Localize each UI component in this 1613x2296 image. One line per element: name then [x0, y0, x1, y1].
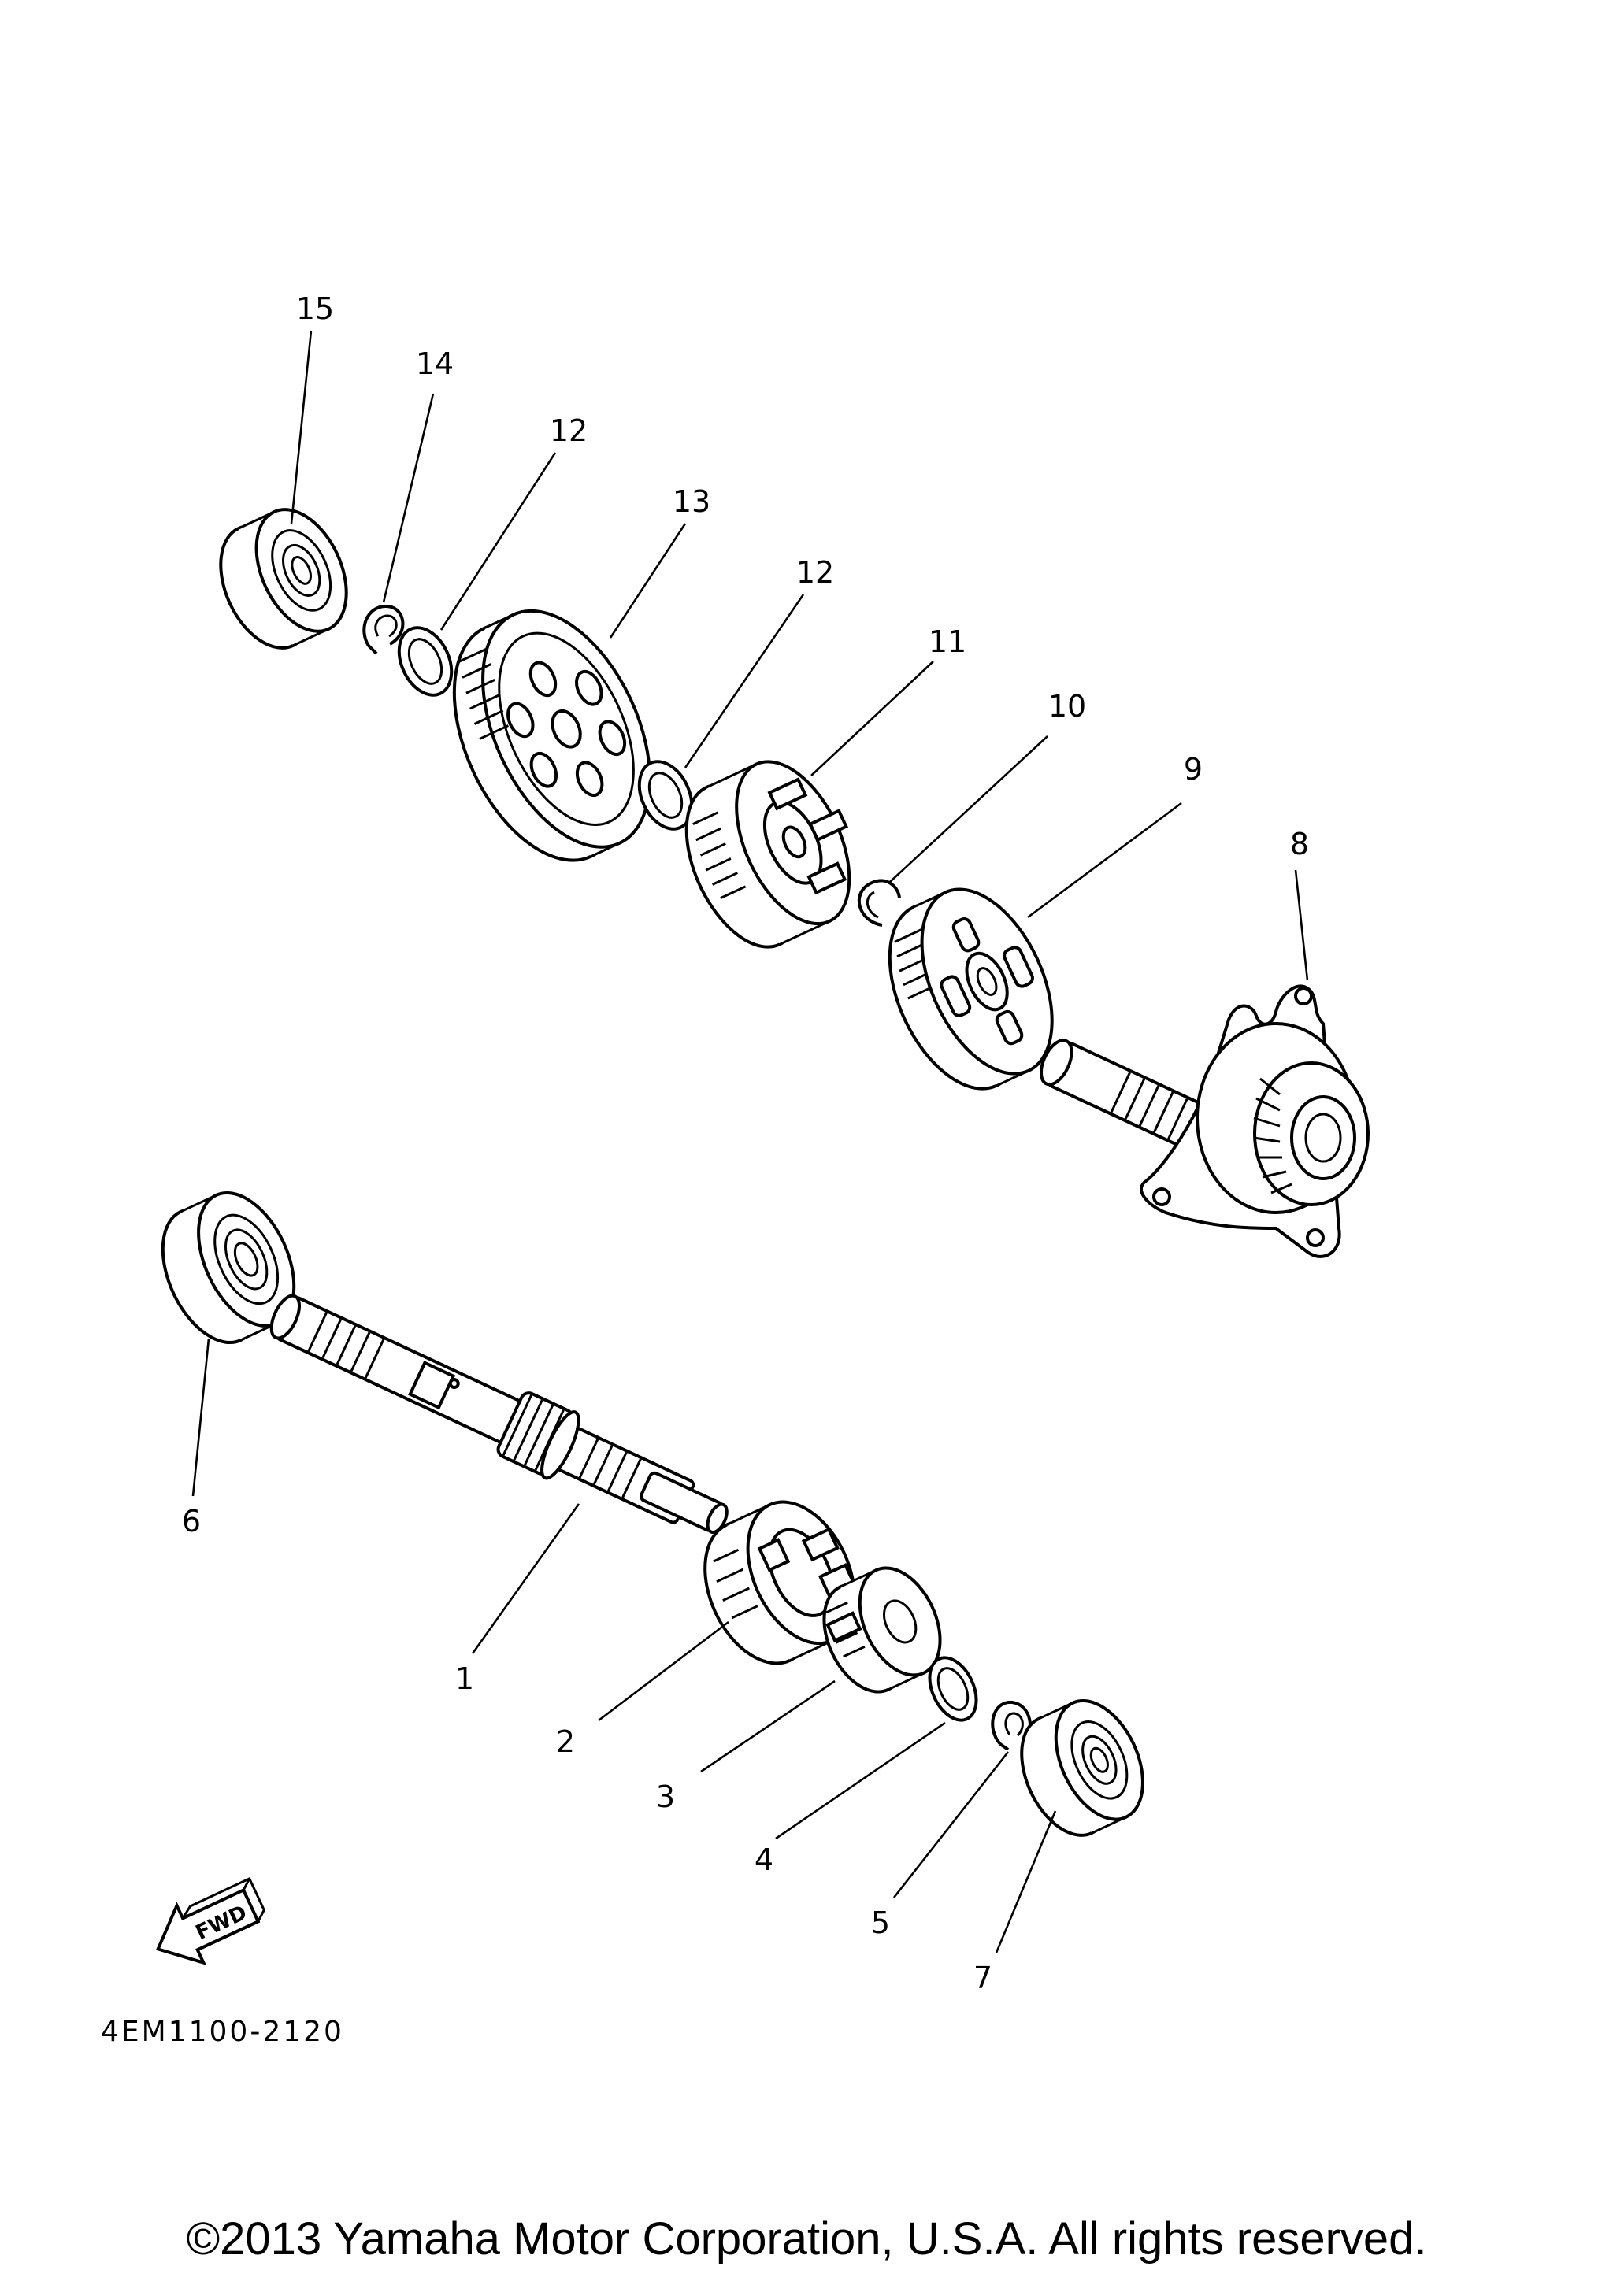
label-1: 1	[455, 1661, 474, 1696]
part-12-washer-lower	[637, 760, 694, 831]
label-10: 10	[1048, 689, 1086, 724]
part-9-gear	[888, 887, 1054, 1091]
part-15-bearing	[219, 508, 348, 650]
label-11: 11	[929, 624, 966, 659]
label-3: 3	[656, 1779, 675, 1814]
part-4-washer	[928, 1656, 978, 1722]
part-14-circlip	[362, 604, 405, 655]
label-14: 14	[416, 346, 454, 381]
label-7: 7	[973, 1961, 992, 1995]
label-8: 8	[1290, 827, 1309, 861]
part-10-circlip	[857, 879, 901, 927]
part-12-washer-upper	[397, 626, 454, 697]
leader-lines	[191, 330, 1309, 1953]
part-13-gear	[452, 609, 652, 862]
part-3-gear	[822, 1566, 942, 1694]
part-8-shaft-assembly	[1039, 984, 1370, 1258]
diagram-code: 4EM1100-2120	[101, 2016, 344, 2048]
label-5: 5	[871, 1905, 890, 1940]
part-6-bearing	[161, 1191, 296, 1345]
label-2: 2	[556, 1724, 575, 1759]
fwd-arrow-icon: FWD	[155, 1876, 265, 1965]
label-9: 9	[1184, 752, 1203, 787]
label-4: 4	[755, 1842, 773, 1877]
part-1-main-shaft	[269, 1294, 729, 1534]
label-6: 6	[182, 1504, 201, 1539]
label-12-lower: 12	[796, 555, 834, 590]
part-7-bearing	[1020, 1698, 1144, 1837]
copyright-notice: ©2013 Yamaha Motor Corporation, U.S.A. A…	[186, 2213, 1427, 2265]
label-13: 13	[673, 484, 710, 519]
part-2-dog-clutch	[703, 1500, 857, 1665]
label-15: 15	[296, 291, 334, 326]
part-11-clutch-hub	[684, 760, 851, 949]
label-12-upper: 12	[550, 413, 588, 448]
callout-labels: 15 14 12 13 12 11 10 9 8 6 1 2 3 4 5 7	[182, 291, 1309, 1995]
